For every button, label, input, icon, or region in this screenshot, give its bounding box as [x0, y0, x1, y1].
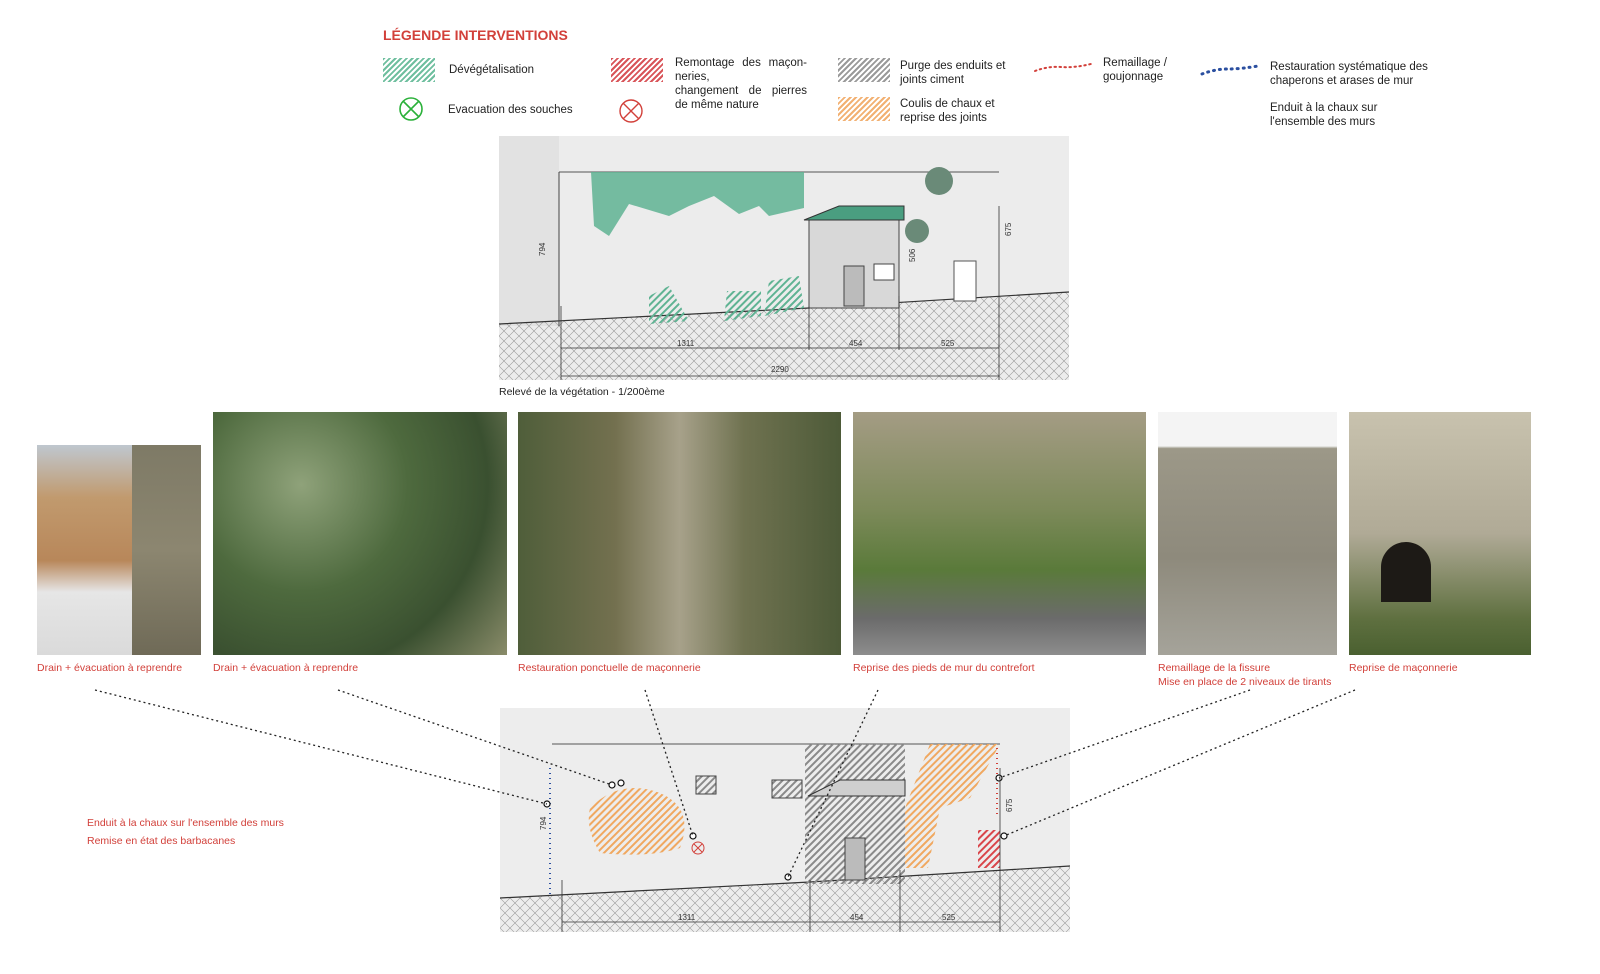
red-cross-circle-icon [619, 99, 643, 123]
dim-label: 454 [850, 913, 864, 922]
legend-title: LÉGENDE INTERVENTIONS [383, 27, 568, 43]
vegetation-area [591, 172, 804, 236]
red-hatch-swatch [611, 58, 663, 82]
note: Enduit à la chaux sur l'ensemble des mur… [87, 817, 284, 829]
photo-house-wall [37, 445, 201, 655]
dim-label: 525 [941, 339, 955, 348]
caption-line: Mise en place de 2 niveaux de tirants [1158, 676, 1332, 688]
photo-buttress [853, 412, 1146, 655]
photo-caption: Reprise des pieds de mur du contrefort [853, 662, 1035, 674]
photo-crack [1158, 412, 1337, 655]
photo-caption: Reprise de maçonnerie [1349, 662, 1458, 674]
dim-label: 794 [539, 816, 548, 830]
red-dotted-line-icon [1034, 63, 1092, 72]
legend-label-line: Remontage des maçon-neries, [675, 57, 807, 83]
legend-label: Remaillage / goujonnage [1103, 57, 1167, 83]
legend-label: Coulis de chaux et reprise des joints [900, 98, 995, 124]
dim-label: 506 [908, 248, 917, 262]
legend-label: Remontage des maçon-neries,changement de… [675, 56, 807, 112]
orange-hatch-swatch [838, 97, 890, 121]
legend-label: Evacuation des souches [448, 104, 573, 116]
dim-label: 2290 [771, 365, 789, 374]
dim-label: 794 [538, 242, 547, 256]
grey-hatch-swatch [838, 58, 890, 82]
note: Remise en état des barbacanes [87, 835, 236, 847]
photo-arch-opening [1349, 412, 1531, 655]
photo-masonry [518, 412, 841, 655]
photo-caption: Drain + évacuation à reprendre [37, 662, 183, 674]
green-hatch-swatch [383, 58, 435, 82]
legend-label-line: changement de pierres de même nature [675, 85, 807, 111]
dim-label: 525 [942, 913, 956, 922]
photo-overgrown-wall [213, 412, 507, 655]
legend-label: Dévégétalisation [449, 64, 535, 76]
interventions-elevation: 794 675 1311 454 525 [500, 708, 1070, 932]
photo-caption: Restauration ponctuelle de maçonnerie [518, 662, 701, 674]
green-cross-circle-icon [399, 97, 423, 121]
top-drawing-caption: Relevé de la végétation - 1/200ème [499, 386, 665, 398]
legend-label: Purge des enduits et joints ciment [900, 60, 1006, 86]
photo-caption: Drain + évacuation à reprendre [213, 662, 359, 674]
legend-label: Restauration systématique des chaperons … [1270, 61, 1428, 87]
dim-label: 675 [1004, 222, 1013, 236]
dim-label: 675 [1005, 798, 1014, 812]
dim-label: 454 [849, 339, 863, 348]
blue-dotted-line-icon [1200, 64, 1260, 76]
vegetation-survey-elevation: 794 506 675 1311 454 525 2290 [499, 136, 1069, 380]
dim-label: 1311 [678, 913, 696, 922]
legend-label: Enduit à la chaux sur l'ensemble des mur… [1270, 102, 1378, 128]
dim-label: 1311 [677, 339, 695, 348]
caption-line: Remaillage de la fissure [1158, 662, 1271, 674]
